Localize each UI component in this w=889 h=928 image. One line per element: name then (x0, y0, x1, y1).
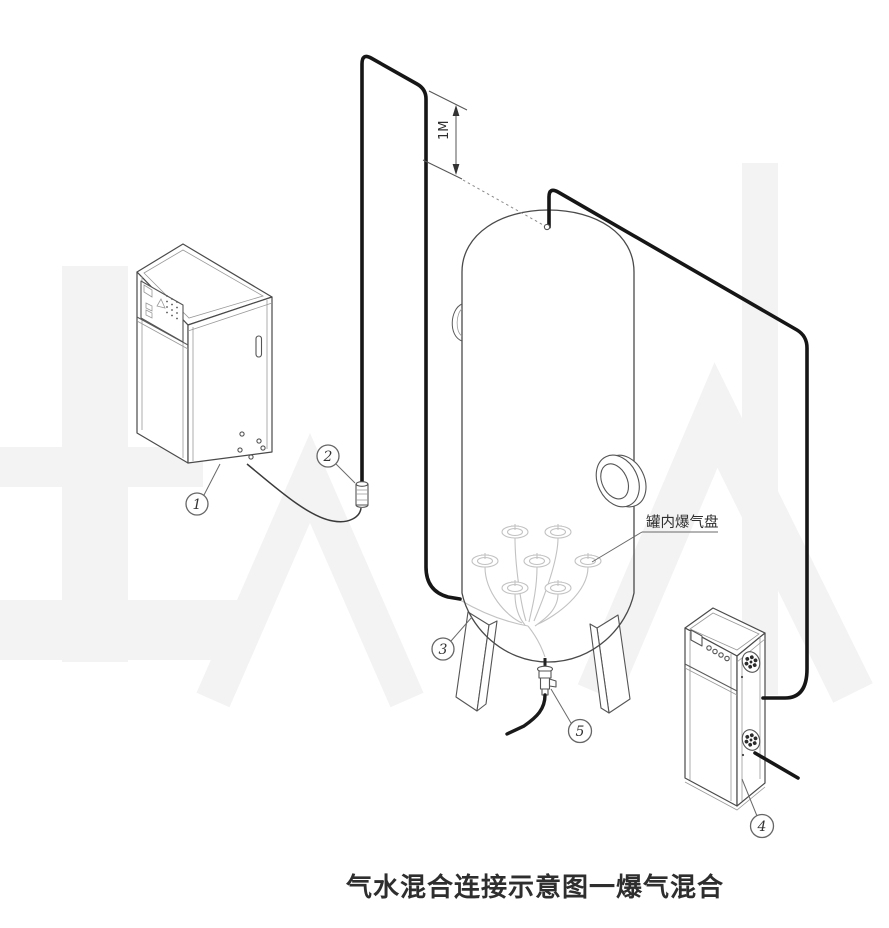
control-panel (140, 280, 184, 343)
part-number-4: 4 (757, 819, 767, 835)
pump-outlet-pipe (753, 751, 800, 780)
generator-cabinet (136, 243, 273, 464)
dimension-label: 1M (437, 121, 452, 141)
callout-5: 5 (550, 688, 593, 744)
aeration-disc (523, 553, 551, 568)
pump-cabinet (684, 607, 766, 811)
part-number-3: 3 (439, 642, 448, 658)
panel-buttons (706, 645, 730, 662)
aeration-disc (501, 580, 529, 595)
gas-hose (246, 463, 362, 523)
annotation-label: 罐内爆气盘 (646, 513, 719, 531)
aeration-discs (471, 524, 602, 595)
bolt-dot (741, 753, 745, 757)
tank-top-inlet (543, 223, 551, 231)
aeration-disc-annotation: 罐内爆气盘 (591, 513, 719, 563)
drain-hose (505, 693, 547, 736)
tank-lug (451, 303, 463, 342)
pipe-tank-to-pump (547, 188, 809, 700)
drain-valve (505, 658, 557, 736)
display-screen (690, 629, 703, 647)
tank-legs (455, 611, 631, 714)
dimension-1m: 1M (422, 90, 546, 227)
callout-4: 4 (741, 778, 775, 839)
pipe-generator-to-tank (360, 54, 462, 601)
door-handle (255, 335, 263, 358)
aeration-disc (471, 553, 499, 568)
bolt-dot (740, 675, 744, 679)
part-number-5: 5 (576, 724, 585, 740)
lower-fan-grille (741, 729, 761, 751)
aeration-disc (544, 524, 572, 539)
callout-1: 1 (185, 463, 221, 516)
keypad-dots (166, 295, 178, 320)
callout-2: 2 (316, 444, 356, 484)
part-number-2: 2 (323, 449, 333, 465)
aeration-disc (544, 580, 572, 595)
part-number-1: 1 (193, 497, 202, 513)
cabinet-front-face (684, 627, 738, 807)
aeration-disc (501, 524, 529, 539)
diagram-title: 气水混合连接示意图一爆气混合 (345, 872, 724, 903)
upper-fan-grille (741, 651, 761, 673)
mixing-tank (451, 209, 647, 714)
aeration-tubes (459, 537, 589, 658)
tank-shell (461, 209, 635, 663)
check-valve (355, 481, 369, 508)
callout-3: 3 (431, 616, 473, 661)
manhole (595, 454, 647, 508)
arrow-up-icon (452, 105, 460, 116)
cabinet-right-face (736, 632, 766, 807)
outlet-ports (237, 431, 266, 460)
reference-dotted-line (462, 179, 546, 227)
aeration-disc (574, 553, 602, 568)
arrow-down-icon (452, 164, 460, 175)
cabinet-front-face (187, 296, 273, 464)
